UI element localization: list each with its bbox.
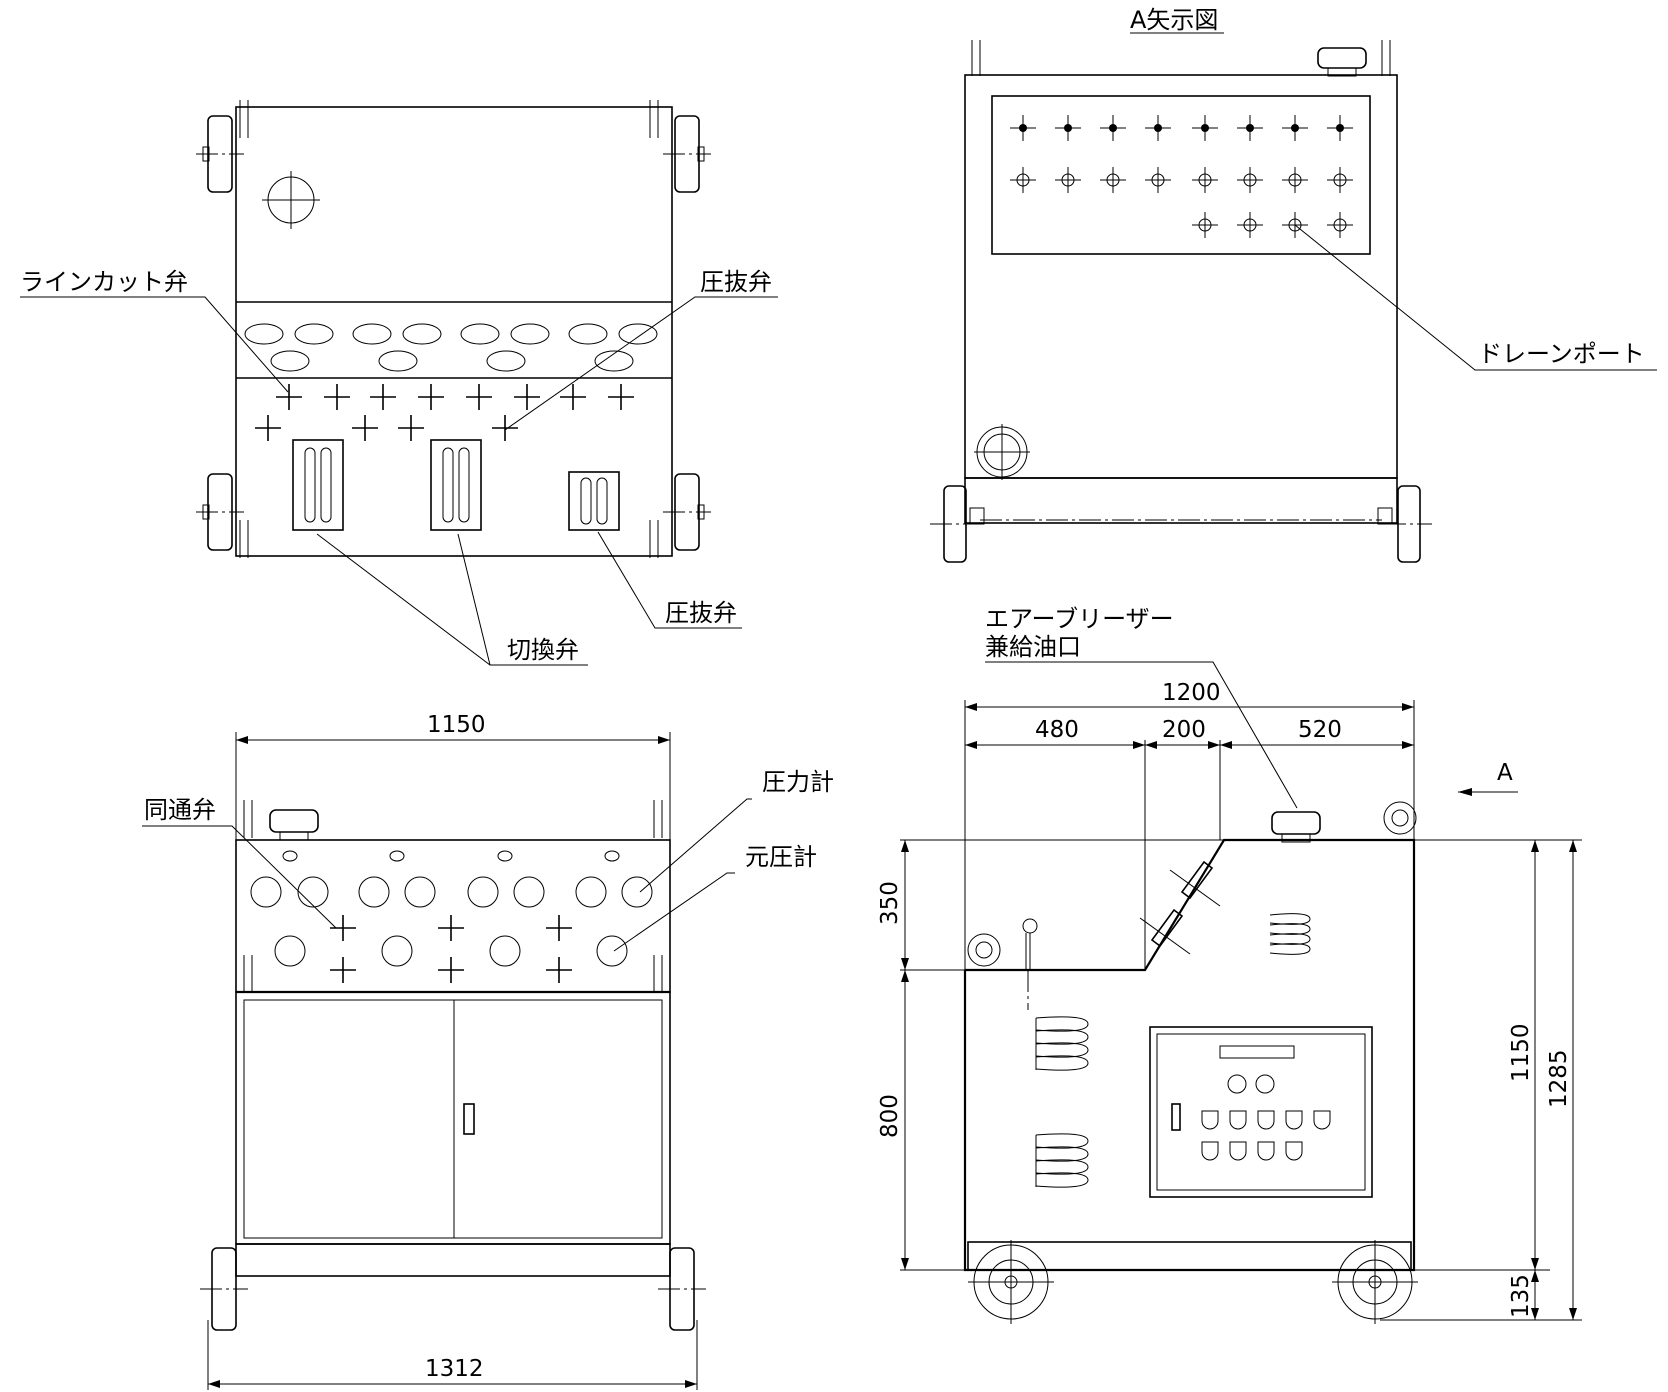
- side-view: エアーブリーザー 兼給油口 1200 480 200 520 A: [877, 605, 1582, 1324]
- drain-ports: [1010, 115, 1353, 238]
- gauge-ring-row-top: [244, 323, 658, 372]
- view-arrow-label: A: [1497, 760, 1513, 786]
- front-view: 1150 1312: [142, 712, 834, 1390]
- dim-overall-length: 1200: [1162, 680, 1221, 706]
- label-pressure-release-valve-bottom: 圧抜弁: [665, 599, 737, 627]
- arrow-view-title: A矢示図: [1130, 6, 1218, 34]
- label-source-pressure-gauge: 元圧計: [745, 843, 817, 871]
- dim-top-width: 1150: [427, 712, 486, 738]
- valve-handles-top-view: [255, 384, 634, 441]
- dim-lower-height: 800: [877, 1094, 903, 1138]
- label-pressure-release-valve-top: 圧抜弁: [700, 268, 772, 296]
- front-panel-valves: [330, 915, 572, 983]
- dim-segment-3: 520: [1298, 717, 1342, 743]
- dim-segment-1: 480: [1035, 717, 1079, 743]
- label-pressure-gauge: 圧力計: [762, 768, 834, 796]
- dim-wheel-height: 135: [1508, 1274, 1534, 1318]
- label-air-breather-line2: 兼給油口: [985, 633, 1081, 661]
- top-view: ラインカット弁 圧抜弁 圧抜弁 切換弁: [20, 100, 778, 666]
- dim-bottom-width: 1312: [425, 1356, 484, 1382]
- label-switching-valve: 切換弁: [507, 636, 579, 664]
- dim-upper-height: 350: [877, 881, 903, 925]
- switching-valve-blocks: [292, 439, 620, 531]
- label-air-breather-line1: エアーブリーザー: [985, 605, 1174, 633]
- dim-total-height: 1285: [1546, 1049, 1572, 1108]
- ventilation-louvers: [1035, 913, 1311, 1188]
- dim-body-height: 1150: [1508, 1023, 1534, 1082]
- control-panel: [1149, 1026, 1373, 1198]
- dim-segment-2: 200: [1162, 717, 1206, 743]
- side-view-wheels: [968, 1240, 1418, 1324]
- leader-lines-top-view: [20, 296, 778, 666]
- label-drain-port: ドレーンポート: [1478, 340, 1645, 368]
- caster-wheels-top-view: [196, 100, 711, 558]
- label-bypass-valve: 同通弁: [144, 796, 216, 824]
- front-panel-gauges: [250, 850, 653, 967]
- label-line-cut-valve: ラインカット弁: [20, 268, 188, 296]
- arrow-view: A矢示図: [930, 6, 1657, 563]
